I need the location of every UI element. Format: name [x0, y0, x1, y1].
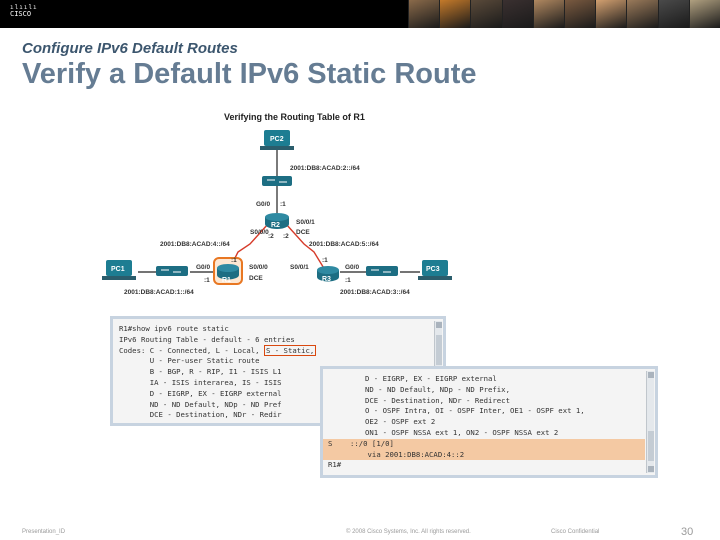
net-acad4-label: 2001:DB8:ACAD:4::/64 [160, 241, 230, 248]
net-acad1-label: 2001:DB8:ACAD:1::/64 [124, 289, 194, 296]
banner-photo [532, 0, 565, 28]
r3-g00-host-label: :1 [345, 277, 351, 284]
r1-g00-label: G0/0 [196, 264, 210, 271]
r2-s001-label: S0/0/1 [296, 219, 315, 226]
r1-s000-host-label: :1 [231, 257, 237, 264]
banner-photo [470, 0, 502, 28]
terminal-line: O - OSPF Intra, OI - OSPF Inter, OE1 - O… [365, 406, 585, 416]
r2-g00-host-label: :1 [280, 201, 286, 208]
svg-text:R2: R2 [271, 222, 280, 229]
terminal-line: R1#show ipv6 route static [119, 324, 229, 333]
pc3-icon[interactable]: PC3 [418, 260, 452, 280]
terminal-prompt: R1# [328, 460, 342, 470]
r2-s000-label: S0/0/0 [250, 229, 269, 236]
terminal-line: D - EIGRP, EX - EIGRP external [119, 388, 282, 398]
banner-photo-strip [408, 0, 720, 28]
terminal-line: ON1 - OSPF NSSA ext 1, ON2 - OSPF NSSA e… [365, 427, 559, 437]
net-acad5-label: 2001:DB8:ACAD:5::/64 [309, 241, 379, 248]
terminal-line: OE2 - OSPF ext 2 [365, 417, 436, 427]
scroll-down-arrow-icon[interactable] [648, 466, 654, 472]
r2-router-icon[interactable]: R2 [265, 213, 289, 229]
net-acad2-label: 2001:DB8:ACAD:2::/64 [290, 165, 360, 172]
r2-s001-dce-label: DCE [296, 229, 310, 236]
footer-presentation-id: Presentation_ID [22, 529, 66, 535]
switch-right-icon[interactable] [366, 266, 398, 276]
page-number: 30 [681, 526, 694, 538]
banner-photo [501, 0, 533, 28]
r1-s000-label: S0/0/0 [249, 264, 268, 271]
cisco-logo: ılıılı CISCO [10, 4, 38, 18]
vertical-scrollbar[interactable] [646, 371, 654, 473]
slide-title: Verify a Default IPv6 Static Route [22, 58, 477, 90]
scrollbar-thumb[interactable] [648, 431, 654, 461]
banner-photo [439, 0, 471, 28]
terminal-line: S ::/0 [1/0] [328, 438, 394, 448]
terminal-line: ND - ND Default, NDp - ND Pref [119, 399, 282, 409]
footer-copyright: © 2008 Cisco Systems, Inc. All rights re… [346, 529, 471, 535]
terminal-line: Codes: C - Connected, L - Local, S - Sta… [119, 344, 317, 356]
link-r2-r3-serial [285, 223, 326, 271]
r1-g00-host-label: :1 [204, 277, 210, 284]
default-route-highlight: S ::/0 [1/0] via 2001:DB8:ACAD:4::2 [323, 438, 645, 461]
scroll-up-arrow-icon[interactable] [648, 372, 654, 378]
topology-title: Verifying the Routing Table of R1 [224, 112, 365, 122]
r2-s001-host-label: :2 [283, 233, 289, 240]
static-code-highlight: S - Static, [263, 344, 317, 356]
banner-photo [564, 0, 596, 28]
banner-photo [626, 0, 658, 28]
svg-text:PC1: PC1 [111, 266, 125, 273]
terminal-line: via 2001:DB8:ACAD:4::2 [328, 449, 465, 459]
svg-text:R3: R3 [322, 276, 331, 283]
scroll-up-arrow-icon[interactable] [436, 322, 442, 328]
svg-text:R1: R1 [222, 277, 231, 284]
r1-router-icon[interactable]: R1 [213, 257, 243, 285]
svg-text:PC3: PC3 [426, 266, 440, 273]
switch-left-icon[interactable] [156, 266, 188, 276]
r1-dce-label: DCE [249, 275, 263, 282]
banner-photo [657, 0, 689, 28]
terminal-line: DCE - Destination, NDr - Redirect [365, 395, 510, 405]
r2-s000-host-label: :2 [268, 233, 274, 240]
banner-photo [595, 0, 627, 28]
slide-subtitle: Configure IPv6 Default Routes [22, 40, 238, 57]
pc2-icon[interactable]: PC2 [260, 130, 294, 150]
footer-confidential: Cisco Confidential [551, 529, 600, 535]
terminal-line: B - BGP, R - RIP, I1 - ISIS L1 [119, 367, 282, 377]
banner-photo [688, 0, 720, 28]
switch-icon[interactable] [262, 176, 292, 186]
terminal-line: IA - ISIS interarea, IS - ISIS [119, 377, 282, 387]
scrollbar-thumb[interactable] [436, 335, 442, 365]
r2-g00-label: G0/0 [256, 201, 270, 208]
terminal-line: D - EIGRP, EX - EIGRP external [365, 374, 497, 383]
r3-s001-label: S0/0/1 [290, 264, 309, 271]
r3-s001-host-label: :1 [322, 257, 328, 264]
terminal-line: IPv6 Routing Table - default - 6 entries [119, 334, 295, 344]
svg-text:PC2: PC2 [270, 136, 284, 143]
net-acad3-label: 2001:DB8:ACAD:3::/64 [340, 289, 410, 296]
r3-g00-label: G0/0 [345, 264, 359, 271]
top-banner: ılıılı CISCO [0, 0, 720, 28]
r3-router-icon[interactable]: R3 [317, 266, 339, 283]
network-topology: PC2 R2 R1 R3 PC1 [102, 130, 452, 296]
banner-photo [408, 0, 440, 28]
terminal-line: DCE - Destination, NDr - Redir [119, 410, 282, 420]
terminal-line: ND - ND Default, NDp - ND Prefix, [365, 384, 510, 394]
pc1-icon[interactable]: PC1 [102, 260, 136, 280]
terminal-line: U - Per-user Static route [119, 356, 260, 366]
terminal-output-window-zoom[interactable]: D - EIGRP, EX - EIGRP external ND - ND D… [320, 366, 658, 478]
